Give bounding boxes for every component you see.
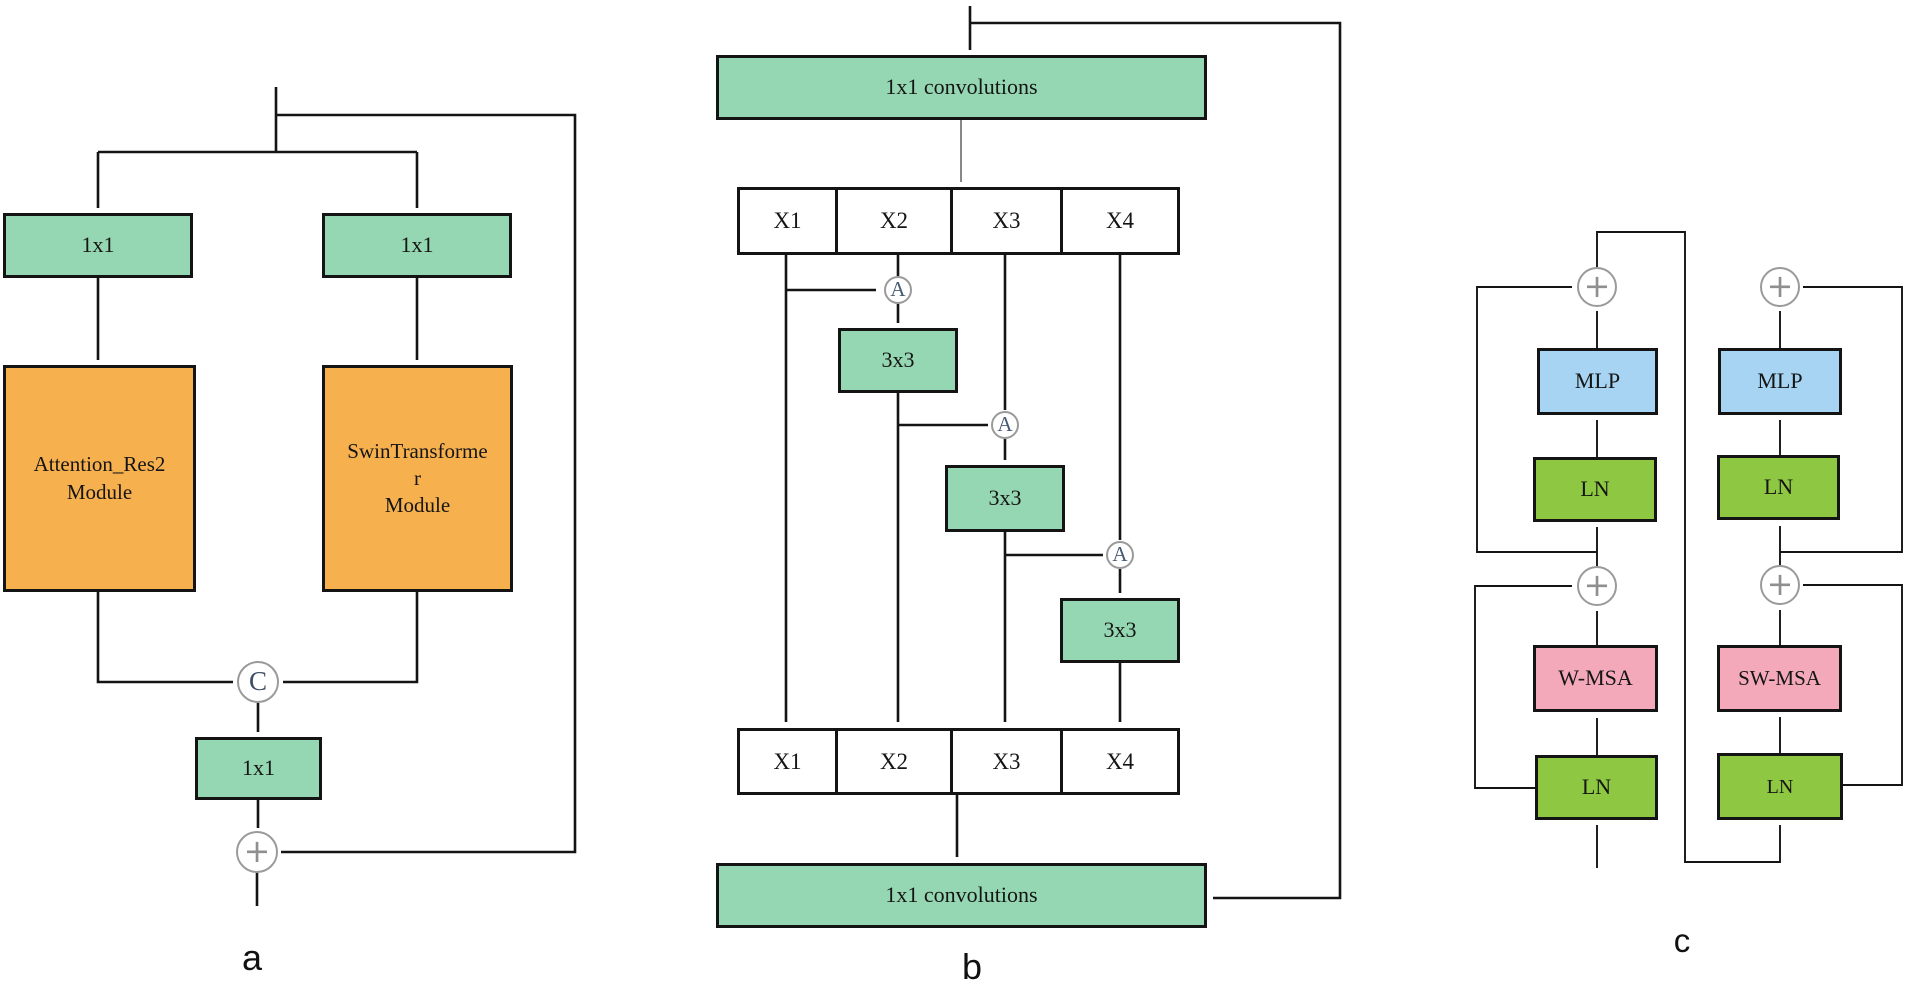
- attention-op-circle-1: A: [884, 276, 912, 304]
- split-top-cell-x2: X2: [835, 190, 950, 252]
- a-conv1x1-right-label: 1x1: [400, 232, 434, 258]
- a-conv1x1-left-label: 1x1: [81, 232, 115, 258]
- c-right-add-mid-circle: +: [1760, 565, 1800, 605]
- panel-b-label: b: [961, 946, 983, 987]
- a-skip-connection: [276, 113, 577, 854]
- c-left-add-mid-circle: +: [1577, 566, 1617, 606]
- b-conv3x3-label-2: 3x3: [988, 485, 1022, 511]
- a-conv1x1-right-box: 1x1: [322, 213, 512, 278]
- c-block-link: [1596, 231, 1781, 863]
- split-bottom-cell-x4: X4: [1060, 731, 1177, 792]
- b-conv1x1-bottom-box: 1x1 convolutions: [716, 863, 1207, 928]
- c-right-add-top-circle: +: [1760, 267, 1800, 307]
- c-swmsa-label: SW-MSA: [1738, 665, 1821, 690]
- b-conv3x3-box-1: 3x3: [838, 328, 958, 393]
- concat-op-symbol: C: [248, 665, 267, 696]
- a-right-module-to-concat: [283, 592, 419, 684]
- c-left-ln-top-label: LN: [1580, 476, 1610, 502]
- concat-op-circle: C: [237, 661, 279, 703]
- attention-op-symbol-1: A: [890, 277, 906, 301]
- split-top-cell-x1: X1: [773, 208, 802, 233]
- attention-res2-module-label: Attention_Res2 Module: [33, 452, 166, 504]
- c-left-upper-residual: [1476, 286, 1597, 553]
- b-conv3x3-box-3: 3x3: [1060, 598, 1180, 663]
- b-conv1x1-top-box: 1x1 convolutions: [716, 55, 1207, 120]
- attention-op-symbol-2: A: [997, 412, 1013, 436]
- c-right-mlp-label: MLP: [1757, 368, 1803, 394]
- c-right-ln-bottom-box: LN: [1717, 753, 1843, 820]
- c-left-add-top-circle: +: [1577, 267, 1617, 307]
- c-right-mlp-box: MLP: [1718, 348, 1842, 415]
- c-right-ln-bottom-label: LN: [1766, 775, 1794, 798]
- c-left-add-mid-symbol: +: [1583, 565, 1611, 604]
- a-conv1x1-fuse-label: 1x1: [242, 755, 275, 781]
- b-conv3x3-box-2: 3x3: [945, 465, 1065, 532]
- attention-op-symbol-3: A: [1112, 542, 1128, 566]
- c-left-ln-bottom-label: LN: [1581, 774, 1612, 800]
- c-left-add-top-symbol: +: [1583, 266, 1611, 305]
- split-top-cell-x4: X4: [1060, 190, 1177, 252]
- c-left-lower-residual: [1474, 585, 1572, 789]
- c-wmsa-label: W-MSA: [1558, 665, 1633, 691]
- attention-op-circle-3: A: [1106, 541, 1134, 569]
- b-skip-connection: [970, 21, 1342, 900]
- a-left-module-to-concat: [96, 592, 233, 684]
- c-left-mlp-label: MLP: [1574, 368, 1621, 394]
- split-top-cell-x3: X3: [950, 190, 1060, 252]
- attention-res2-module-box: Attention_Res2 Module: [3, 365, 196, 592]
- panel-c-connectors: [1474, 231, 1903, 868]
- a-conv1x1-left-box: 1x1: [3, 213, 193, 278]
- b-conv3x3-label-1: 3x3: [881, 347, 915, 373]
- c-right-add-mid-symbol: +: [1766, 564, 1794, 603]
- panel-a-connectors: [96, 87, 577, 906]
- c-left-ln-top-box: LN: [1533, 457, 1657, 522]
- c-wmsa-box: W-MSA: [1533, 645, 1658, 712]
- c-left-ln-bottom-box: LN: [1535, 755, 1658, 820]
- swin-transformer-module-label: SwinTransforme r Module: [347, 438, 488, 518]
- split-bottom-cell-x2: X2: [835, 731, 950, 792]
- b-conv1x1-top-label: 1x1 convolutions: [885, 74, 1038, 100]
- c-right-add-top-symbol: +: [1766, 266, 1794, 305]
- swin-transformer-module-box: SwinTransforme r Module: [322, 365, 513, 592]
- split-bottom-cell-x1: X1: [773, 748, 802, 774]
- b-conv1x1-bottom-label: 1x1 convolutions: [885, 882, 1038, 908]
- a-add-op-symbol: +: [243, 831, 271, 870]
- c-left-mlp-box: MLP: [1537, 348, 1658, 415]
- c-right-upper-residual: [1780, 286, 1903, 553]
- c-right-ln-top-label: LN: [1763, 474, 1794, 500]
- a-add-op-circle: +: [236, 831, 278, 873]
- b-conv3x3-label-3: 3x3: [1103, 617, 1137, 643]
- c-right-lower-residual: [1803, 584, 1903, 786]
- c-swmsa-box: SW-MSA: [1717, 645, 1842, 712]
- split-bottom-cell-x3: X3: [950, 731, 1060, 792]
- panel-c-label: c: [1673, 922, 1691, 959]
- panel-a-label: a: [241, 937, 263, 978]
- feature-split-row-top: X1 X2 X3 X4: [737, 187, 1180, 255]
- feature-split-row-bottom: X1 X2 X3 X4: [737, 728, 1180, 795]
- c-right-ln-top-box: LN: [1717, 455, 1840, 520]
- a-conv1x1-fuse-box: 1x1: [195, 737, 322, 800]
- panel-b-connectors: [784, 6, 1342, 900]
- attention-op-circle-2: A: [991, 411, 1019, 439]
